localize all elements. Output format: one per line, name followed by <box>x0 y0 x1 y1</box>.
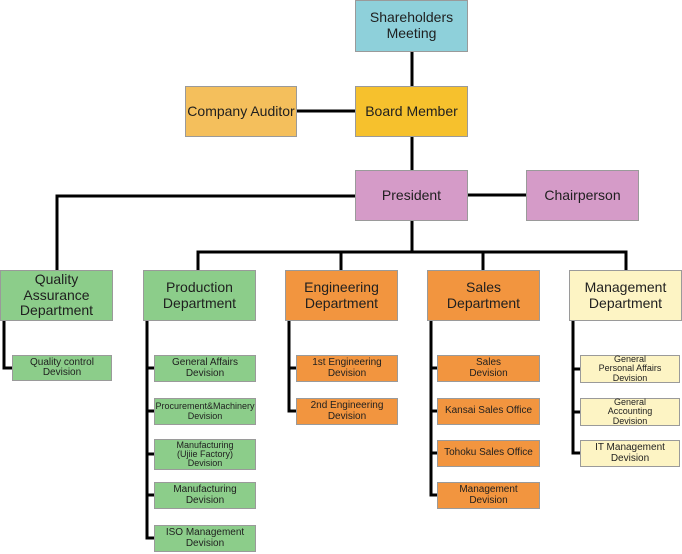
division-box: Procurement&Machinery Devision <box>154 398 256 425</box>
division-box: General Personal Affairs Devision <box>580 355 680 383</box>
management-department-box: Management Department <box>569 270 682 321</box>
division-box: Tohoku Sales Office <box>437 440 540 467</box>
board-member-box: Board Member <box>355 86 468 137</box>
division-box: Sales Devision <box>437 355 540 382</box>
division-box: 2nd Engineering Devision <box>296 398 398 425</box>
production-department-box: Production Department <box>143 270 256 321</box>
sales-department-box: Sales Department <box>427 270 540 321</box>
division-box: Manufacturing (Ujiie Factory) Devision <box>154 439 256 470</box>
division-box: General Affairs Devision <box>154 355 256 382</box>
engineering-department-box: Engineering Department <box>285 270 398 321</box>
quality-assurance-department-box: Quality Assurance Department <box>0 270 113 321</box>
division-box: Manufacturing Devision <box>154 482 256 509</box>
company-auditor-box: Company Auditor <box>185 86 297 137</box>
chairperson-box: Chairperson <box>526 170 639 221</box>
division-box: Quality control Devision <box>12 355 112 381</box>
division-box: General Accounting Devision <box>580 398 680 426</box>
division-box: Management Devision <box>437 482 540 509</box>
division-box: Kansai Sales Office <box>437 398 540 425</box>
division-box: ISO Management Devision <box>154 525 256 552</box>
president-box: President <box>355 170 468 221</box>
shareholders-meeting-box: Shareholders Meeting <box>355 0 468 52</box>
division-box: 1st Engineering Devision <box>296 355 398 382</box>
division-box: IT Management Devision <box>580 440 680 467</box>
